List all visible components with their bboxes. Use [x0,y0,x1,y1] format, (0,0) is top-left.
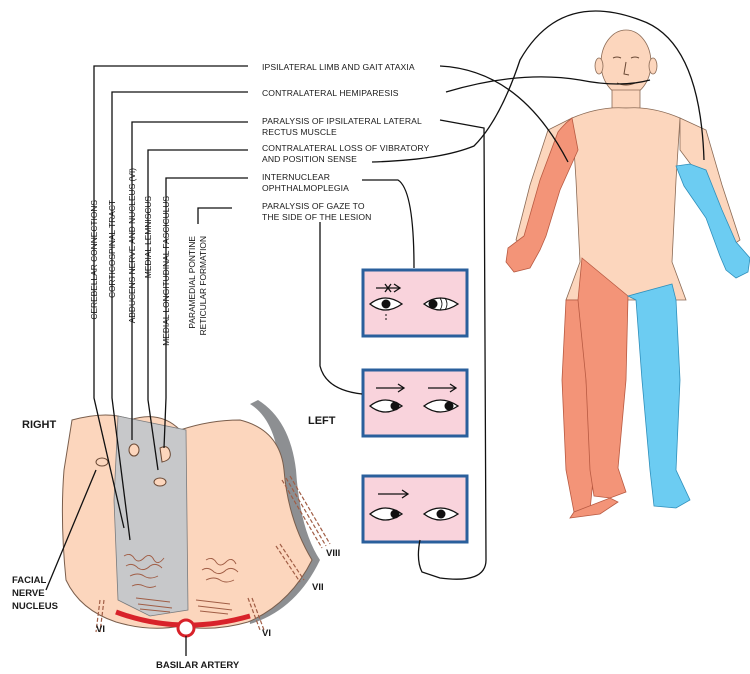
label-cerebellar-connections: CEREBELLAR CONNECTIONS [89,200,99,320]
basilar-artery [115,609,251,656]
eye-panel-internuclear [361,268,469,338]
label-corticospinal-tract: CORTICOSPINAL TRACT [107,200,117,298]
label-nucleus: NUCLEUS [12,601,58,612]
label-vii: VII [312,582,324,593]
brainstem-labels: RIGHT LEFT FACIAL NERVE NUCLEUS BASILAR … [12,415,340,671]
label-abducens-nerve: ABDUCENS NERVE AND NUCLEUS (VI) [127,168,137,323]
pons-cross-section [45,400,331,656]
blocked-arrow-icon [376,283,402,293]
eye-icon [422,399,460,413]
eye-icon [368,297,404,322]
label-vi-left: VI [96,624,105,635]
eye-icon [368,507,404,521]
label-contralateral-loss-2: AND POSITION SENSE [262,154,357,164]
label-nerve: NERVE [12,588,45,599]
label-internuclear-2: OPHTHALMOPLEGIA [262,183,349,193]
eye-icon [422,507,460,521]
label-internuclear: INTERNUCLEAR [262,172,330,182]
label-right: RIGHT [22,419,57,431]
label-facial: FACIAL [12,575,47,586]
label-basilar-artery: BASILAR ARTERY [156,660,240,671]
eye-icon [368,399,404,413]
label-contralateral-loss: CONTRALATERAL LOSS OF VIBRATORY [262,143,430,153]
symptom-labels: IPSILATERAL LIMB AND GAIT ATAXIA CONTRAL… [262,62,430,222]
label-paralysis-gaze-2: THE SIDE OF THE LESION [262,212,371,222]
label-paralysis-lateral-rectus: PARALYSIS OF IPSILATERAL LATERAL [262,116,422,126]
contralateral-hemiparesis-region [505,117,629,519]
sensory-loss-region [626,163,750,509]
label-contralateral-hemiparesis: CONTRALATERAL HEMIPARESIS [262,88,399,98]
label-vi-right: VI [262,628,271,639]
eye-panel-lateral-rectus [361,474,469,544]
label-paramedial-pontine: PARAMEDIAL PONTINE [187,236,197,329]
label-left: LEFT [308,415,336,427]
arrow-right-icon [378,489,410,499]
structure-labels: CEREBELLAR CONNECTIONS CORTICOSPINAL TRA… [89,168,208,346]
arrow-right-icon [376,383,458,393]
label-paralysis-gaze: PARALYSIS OF GAZE TO [262,201,365,211]
eye-panel-gaze-paralysis [361,368,469,438]
label-medial-longitudinal-fasciculus: MEDIAL LONGITUDINAL FASCICULUS [161,196,171,346]
human-figure [505,29,750,519]
label-ipsilateral-limb-ataxia: IPSILATERAL LIMB AND GAIT ATAXIA [262,62,415,72]
label-paralysis-lateral-rectus-2: RECTUS MUSCLE [262,127,337,137]
label-medial-lemniscus: MEDIAL LEMNISCUS [143,196,153,278]
label-reticular-formation: RETICULAR FORMATION [198,236,208,335]
leader-lines [93,10,705,580]
eye-icon [422,297,460,311]
label-viii: VIII [326,548,340,559]
